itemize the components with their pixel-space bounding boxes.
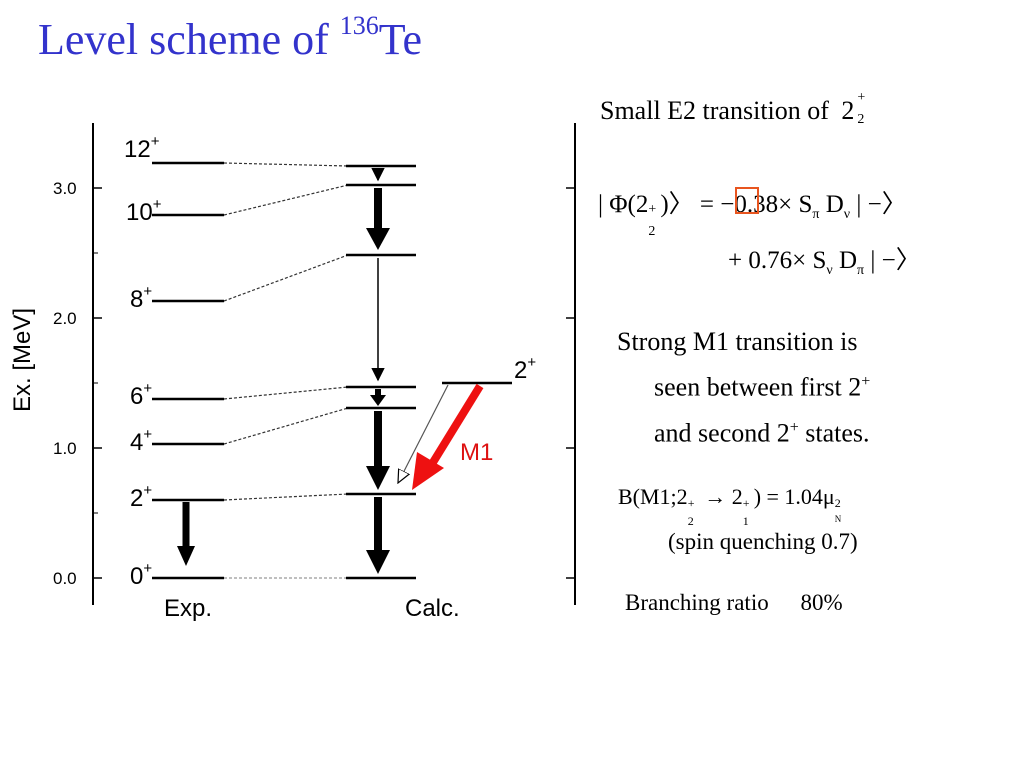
bm1-right: ) = 1.04μ <box>753 484 835 509</box>
wf-line1-left: | Φ(2 <box>598 191 649 218</box>
exp-level-label-12: 12+ <box>124 133 160 163</box>
level-connectors <box>223 162 349 579</box>
title-text: Level scheme of <box>38 15 340 64</box>
wf-line2-s-sub: ν <box>826 263 833 278</box>
y-axis-label: Ex. [MeV] <box>9 308 36 412</box>
wf-line2-d: D <box>832 247 858 274</box>
bm1-mu-sub: N <box>834 514 842 524</box>
bm1-sup1: + <box>687 496 695 510</box>
branching-ratio: Branching ratio 80% <box>625 590 843 616</box>
exp-transition-arrowhead <box>177 546 195 566</box>
slide-title: Level scheme of 136Te <box>38 11 423 65</box>
wf-state-sup: + <box>648 202 657 217</box>
y-ticks <box>93 187 575 579</box>
m1-label: M1 <box>460 439 493 466</box>
wf-line1-d: D <box>819 191 844 218</box>
bm1-mu-sup: 2 <box>834 496 841 510</box>
m1-arrowhead <box>412 452 444 490</box>
e2-heading: Small E2 transition of 2+2 <box>600 90 865 127</box>
m1-note-line-3: and second 2+ states. <box>617 408 870 454</box>
y-tick-label-3: 3.0 <box>53 179 77 198</box>
m1-arrow <box>428 383 484 467</box>
m1-note-line-3-a: and second 2 <box>654 418 790 448</box>
m1-note-line-2: seen between first 2+ <box>617 362 870 408</box>
m1-note: Strong M1 transition is seen between fir… <box>617 322 870 453</box>
level-scheme-diagram: 3.0 2.0 1.0 0.0 Ex. [MeV] 12+ 10+ 8+ 6+ … <box>9 123 576 622</box>
m1-note-line-2-plus: + <box>861 373 871 390</box>
calc-transition-arrows <box>366 167 449 574</box>
bm1-sub1: 2 <box>687 514 694 528</box>
wavefunction-line-2: + 0.76× Sν Dπ | −〉 <box>728 240 921 279</box>
exp-level-label-8: 8+ <box>130 283 152 313</box>
wf-line1-ket: | −〉 <box>850 191 907 218</box>
wf-line1-s-sub: π <box>812 207 820 222</box>
y-tick-label-1: 1.0 <box>53 439 77 458</box>
exp-level-label-0: 0+ <box>130 560 152 590</box>
wf-line2-ket: | −〉 <box>864 247 921 274</box>
branching-ratio-value: 80% <box>800 590 843 615</box>
wavefunction-line-1: | Φ(2+2)〉 = −0.38× Sπ Dν | −〉 <box>598 184 907 239</box>
m1-note-line-3-plus: + <box>789 418 799 436</box>
calc-level-lines <box>346 164 512 580</box>
exp-level-label-4: 4+ <box>130 426 152 456</box>
y-tick-label-0: 0.0 <box>53 569 77 588</box>
second-two-plus-label: 2+ <box>514 354 536 384</box>
calc-column-label: Calc. <box>405 595 460 622</box>
exp-level-label-2: 2+ <box>130 482 152 512</box>
bm1-left: B(M1;2 <box>618 484 688 509</box>
exp-level-label-6: 6+ <box>130 380 152 410</box>
bm1-sup2: + <box>742 496 750 510</box>
e2-heading-text: Small E2 transition of <box>600 96 829 125</box>
y-tick-label-2: 2.0 <box>53 309 77 328</box>
title-mass-number: 136 <box>339 11 379 41</box>
exp-level-lines <box>152 161 224 580</box>
e2-state-j: 2 <box>841 96 855 125</box>
wf-state-sub: 2 <box>648 224 656 239</box>
bm1-arrow: → 2 <box>698 484 743 509</box>
wf-line1-d-sub: ν <box>843 207 851 222</box>
e2-state-parity: + <box>857 90 866 105</box>
bm1-sub2: 1 <box>742 514 749 528</box>
exp-level-label-10: 10+ <box>126 196 162 226</box>
wf-line2-left: + 0.76× S <box>728 247 827 274</box>
m1-note-line-2-text: seen between first 2 <box>654 372 862 402</box>
spin-quenching-note: (spin quenching 0.7) <box>668 529 858 554</box>
title-element: Te <box>378 15 423 64</box>
m1-note-line-1: Strong M1 transition is <box>617 327 858 356</box>
branching-ratio-label: Branching ratio <box>625 590 769 615</box>
m1-note-line-3-b: states. <box>798 418 870 448</box>
sign-highlight-box <box>735 187 759 214</box>
e2-state: 2+2 <box>841 90 865 127</box>
wf-line2-d-sub: π <box>857 263 865 278</box>
exp-column-label: Exp. <box>164 595 212 622</box>
e2-state-index: 2 <box>857 112 865 127</box>
